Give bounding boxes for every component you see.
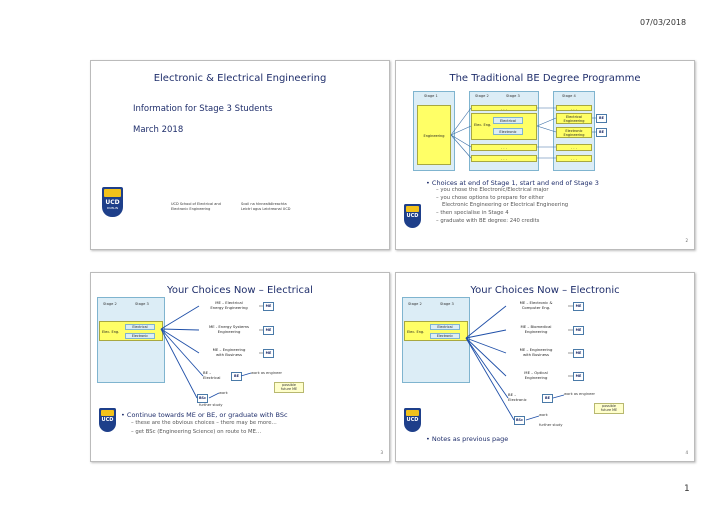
- electronic-option: Electronic: [125, 333, 155, 339]
- dots-bottom-23: . . .: [471, 155, 537, 162]
- me-box-1: ME: [263, 302, 274, 311]
- further-study-label: further study: [199, 403, 223, 407]
- sub-bullet-2: – you chose options to prepare for eithe…: [436, 195, 545, 201]
- stage3-label: Stage 3: [506, 94, 520, 98]
- presentation-date: March 2018: [133, 125, 184, 135]
- me-box-4: ME: [573, 372, 584, 381]
- page-date: 07/03/2018: [640, 18, 687, 27]
- work-as-engineer: work as engineer: [251, 371, 283, 375]
- me-box-2: ME: [263, 326, 274, 335]
- slide-number: 2: [685, 238, 688, 243]
- choice-arrows: [465, 305, 573, 421]
- engineering-box: Engineering: [417, 105, 451, 165]
- dots-bottom-4: . . .: [556, 155, 592, 162]
- be-box-electronic: BE: [596, 128, 607, 137]
- me-box-3: ME: [573, 349, 584, 358]
- choice-arrows: [160, 305, 263, 399]
- stage4-label: Stage 4: [562, 94, 576, 98]
- bullet-choices: • Choices at end of Stage 1, start and e…: [426, 179, 599, 187]
- stage1-label: Stage 1: [424, 94, 438, 98]
- option-me-energy-systems: ME - Energy Systems Engineering: [208, 324, 250, 334]
- option-me-biomedical: ME – Biomedical Engineering: [520, 324, 552, 334]
- option-me-electronic-computer: ME – Electronic & Computer Eng.: [519, 300, 553, 310]
- electronic-option: Electronic: [493, 128, 523, 135]
- me-box-1: ME: [573, 302, 584, 311]
- dots-mid-4: . . .: [556, 144, 592, 151]
- slide-traditional-be: The Traditional BE Degree Programme Stag…: [395, 60, 695, 250]
- school-name-english: UCD School of Electrical and Electronic …: [171, 202, 221, 211]
- stage3-label: Stage 3: [440, 302, 454, 306]
- page-number: 1: [684, 484, 690, 494]
- dots-top-4: . . .: [556, 105, 592, 111]
- ucd-logo: UCD DUBLIN: [102, 187, 123, 217]
- slide-title-text: Your Choices Now – Electrical: [167, 285, 313, 296]
- dots-top-23: . . .: [471, 105, 537, 111]
- be-box: BE: [231, 372, 242, 381]
- slide-choices-electronic: Your Choices Now – Electronic Stage 2 St…: [395, 272, 695, 462]
- sub-bullet-2b: Electronic Engineering or Electrical Eng…: [442, 202, 569, 208]
- slide-title-text: Electronic & Electrical Engineering: [153, 73, 327, 84]
- sub-bullet-1: – these are the obvious choices – there …: [131, 420, 277, 426]
- electrical-option: Electrical: [493, 117, 523, 124]
- bsc-box: BSc: [514, 416, 525, 425]
- be-box: BE: [542, 394, 553, 403]
- me-box-2: ME: [573, 326, 584, 335]
- dots-mid-23: . . .: [471, 144, 537, 151]
- stage2-label: Stage 2: [408, 302, 422, 306]
- stage2-label: Stage 2: [103, 302, 117, 306]
- slide-number: 3: [380, 450, 383, 455]
- be-box-electrical: BE: [596, 114, 607, 123]
- elec-eng-box: Elec. Eng.: [471, 113, 537, 140]
- electrical-option: Electrical: [430, 324, 460, 330]
- option-me-engineering-business: ME – Engineering with Business: [212, 347, 246, 357]
- sub-bullet-3: – then specialise in Stage 4: [436, 210, 509, 216]
- option-me-optical: ME – Optical Engineering: [524, 370, 548, 380]
- stage-arrows: [450, 107, 596, 159]
- ucd-logo-small: UCD: [404, 408, 421, 432]
- bullet-notes: • Notes as previous page: [426, 435, 509, 443]
- electronic-engineering-box: Electronic Engineering: [556, 127, 592, 138]
- sub-bullet-2: – get BSc (Engineering Science) on route…: [131, 429, 262, 435]
- possible-future-me: possible future ME: [274, 382, 304, 393]
- slide-title: Electronic & Electrical Engineering Info…: [90, 60, 390, 250]
- possible-future-me: possible future ME: [594, 403, 624, 414]
- sub-bullet-4: – graduate with BE degree: 240 credits: [436, 218, 540, 224]
- slide-choices-electrical: Your Choices Now – Electrical Stage 2 St…: [90, 272, 390, 462]
- work-label: work: [219, 391, 228, 395]
- option-me-electrical-energy: ME – Electrical Energy Engineering: [210, 300, 248, 310]
- school-name-irish: Scoil na hInnealtóireachta Leictrí agus …: [241, 202, 291, 211]
- stage2-label: Stage 2: [475, 94, 489, 98]
- subtitle: Information for Stage 3 Students: [133, 104, 273, 114]
- option-be-electrical: BE – Electrical: [203, 370, 221, 380]
- bsc-box: BSc: [197, 394, 208, 403]
- bullet-continue: • Continue towards ME or BE, or graduate…: [121, 411, 288, 419]
- slide-title-text: Your Choices Now – Electronic: [470, 285, 620, 296]
- option-me-engineering-business: ME – Engineering with Business: [519, 347, 553, 357]
- ucd-logo-small: UCD: [99, 408, 116, 432]
- work-label: work: [539, 413, 548, 417]
- me-box-3: ME: [263, 349, 274, 358]
- ucd-logo-small: UCD: [404, 204, 421, 228]
- electrical-engineering-box: Electrical Engineering: [556, 113, 592, 124]
- stage3-label: Stage 3: [135, 302, 149, 306]
- electrical-option: Electrical: [125, 324, 155, 330]
- slide-title-text: The Traditional BE Degree Programme: [449, 73, 641, 84]
- work-as-engineer: work as engineer: [564, 392, 596, 396]
- sub-bullet-1: – you chose the Electronic/Electrical ma…: [436, 187, 549, 193]
- electronic-option: Electronic: [430, 333, 460, 339]
- further-study-label: further study: [539, 423, 563, 427]
- slide-number: 4: [685, 450, 688, 455]
- option-be-electronic: BE – Electronic: [508, 392, 527, 402]
